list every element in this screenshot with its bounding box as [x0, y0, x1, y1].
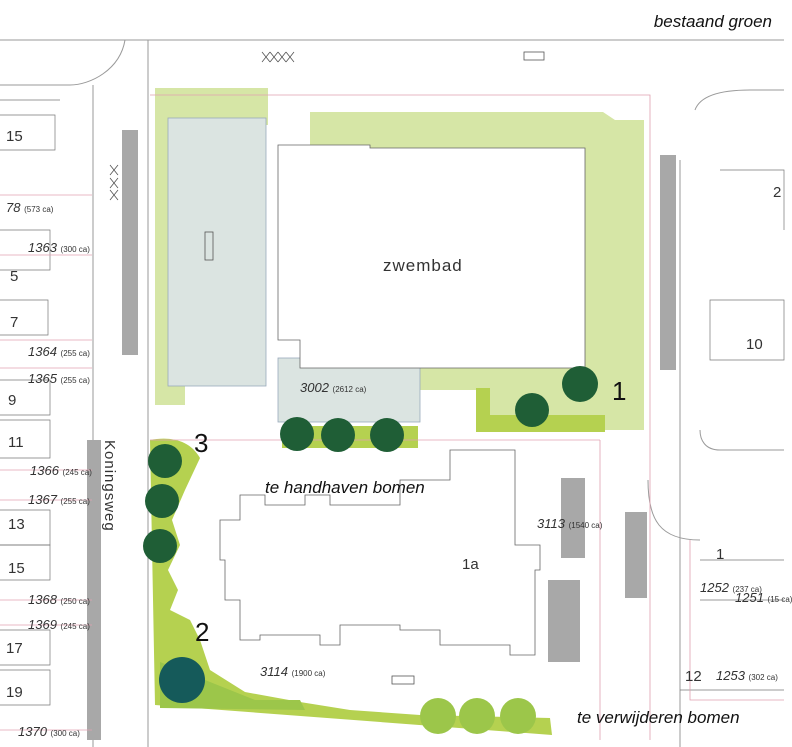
tree-keep: [562, 366, 598, 402]
parcel-label: 1365 (255 ca): [28, 371, 90, 386]
house-number: 11: [8, 434, 24, 451]
tree-keep: [148, 444, 182, 478]
tree-keep: [515, 393, 549, 427]
house-number: 5: [10, 268, 19, 285]
parking-area: [277, 357, 421, 423]
house-number: 15: [6, 128, 23, 145]
house-number: 17: [6, 640, 23, 657]
marker-2: 2: [195, 617, 210, 647]
tree-large: [159, 657, 205, 703]
pool-label: zwembad: [383, 256, 463, 275]
tree-keep: [143, 529, 177, 563]
house-number: 9: [8, 392, 17, 409]
building-1a: [219, 449, 541, 656]
parcel-label: 3114 (1900 ca): [260, 664, 326, 679]
legend-existing-green: bestaand groen: [653, 12, 772, 31]
parcel-label: 1366 (245 ca): [30, 463, 92, 478]
house-number: 10: [746, 336, 763, 353]
green-strip: [476, 388, 605, 432]
house-number: 13: [8, 516, 25, 533]
grey-strip: [561, 478, 585, 558]
parcel-label: 1364 (255 ca): [28, 344, 90, 359]
tree-keep: [145, 484, 179, 518]
tree-keep: [280, 417, 314, 451]
street-label: Koningsweg: [101, 440, 118, 532]
tree-remove: [420, 698, 456, 734]
building-1a-label: 1a: [462, 556, 479, 573]
marker-3: 3: [194, 428, 209, 458]
parcel-label: 1363 (300 ca): [28, 240, 90, 255]
house-number: 12: [685, 668, 702, 685]
house-number: 19: [6, 684, 23, 701]
parcel-label: 1369 (245 ca): [28, 617, 90, 632]
parcel-label: 1253 (302 ca): [716, 668, 778, 683]
house-number: 15: [8, 560, 25, 577]
parcel-label: 1367 (255 ca): [28, 492, 90, 507]
grey-strip: [122, 130, 138, 355]
house-number: 7: [10, 314, 19, 331]
parcel-label: 1370 (300 ca): [18, 724, 80, 739]
tree-keep: [370, 418, 404, 452]
tree-remove: [500, 698, 536, 734]
marker-1: 1: [612, 376, 627, 406]
grey-strip: [548, 580, 580, 662]
parcel-label: 78 (573 ca): [6, 200, 54, 215]
house-number: 2: [773, 184, 782, 201]
parcel-label: 3113 (1540 ca): [537, 516, 603, 531]
legend-remove-trees: te verwijderen bomen: [577, 708, 740, 727]
grey-strip: [87, 440, 101, 740]
tree-keep: [321, 418, 355, 452]
parcel-label: 3002 (2612 ca): [300, 380, 367, 395]
legend-keep-trees: te handhaven bomen: [265, 478, 425, 497]
grey-strip: [660, 155, 676, 370]
tree-remove: [459, 698, 495, 734]
house-number: 1: [716, 546, 725, 563]
parcel-label: 1251 (15 ca): [735, 590, 792, 605]
parking-area: [167, 117, 267, 387]
grey-strip: [625, 512, 647, 598]
parcel-label: 1252 (237 ca): [700, 580, 762, 595]
parcel-label: 1368 (250 ca): [28, 592, 90, 607]
